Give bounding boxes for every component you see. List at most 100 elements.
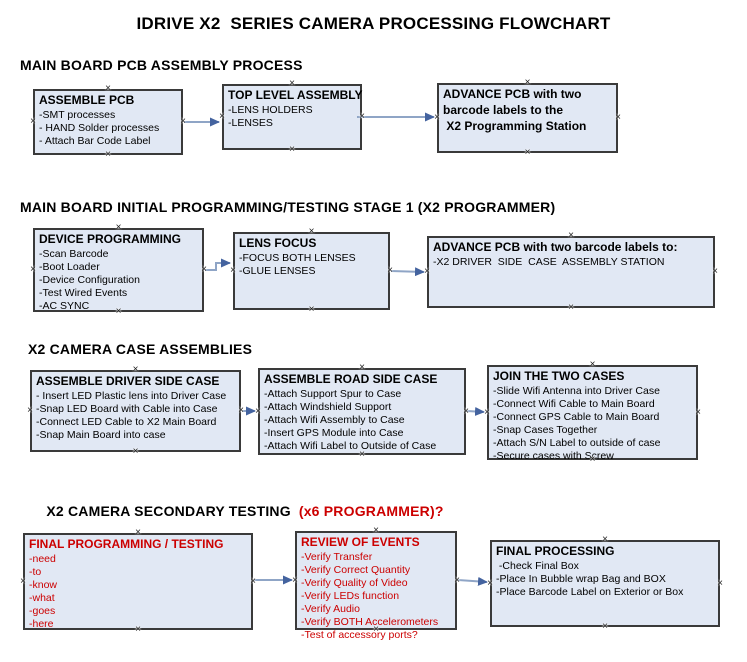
connection-handle-icon[interactable]: × xyxy=(589,454,596,465)
connection-handle-icon[interactable]: × xyxy=(568,302,574,313)
connection-handle-icon[interactable]: × xyxy=(135,527,141,538)
box-item: -X2 DRIVER SIDE CASE ASSEMBLY STATION xyxy=(433,255,665,268)
connection-handle-icon[interactable]: × xyxy=(359,111,365,122)
section-header-secondary-testing: X2 CAMERA SECONDARY TESTING (x6 PROGRAMME… xyxy=(30,487,444,535)
box-item: -Connect Wifi Cable to Main Board xyxy=(493,397,655,410)
connection-handle-icon[interactable]: × xyxy=(568,230,574,241)
flow-box-top-level-assembly[interactable]: TOP LEVEL ASSEMBLY -LENS HOLDERS-LENSES xyxy=(222,84,362,150)
connection-handle-icon[interactable]: × xyxy=(115,222,122,233)
connection-handle-icon[interactable]: × xyxy=(30,116,36,127)
connection-handle-icon[interactable]: × xyxy=(424,266,430,277)
connection-handle-icon[interactable]: × xyxy=(717,577,723,589)
box-item: -here xyxy=(29,617,54,630)
connection-handle-icon[interactable]: × xyxy=(30,264,36,275)
box-item: - HAND Solder processes xyxy=(39,121,160,134)
connection-handle-icon[interactable]: × xyxy=(308,304,315,315)
connection-handle-icon[interactable]: × xyxy=(238,405,244,416)
connection-handle-icon[interactable]: × xyxy=(105,149,111,160)
connection-handle-icon[interactable]: × xyxy=(589,359,596,370)
connection-handle-icon[interactable]: × xyxy=(434,112,440,123)
box-item: -Place Barcode Label on Exterior or Box xyxy=(496,585,684,598)
connector-arrow[interactable] xyxy=(457,576,488,586)
flow-box-advance-pcb-programming-station[interactable]: ADVANCE PCB with two barcode labels to t… xyxy=(437,83,618,153)
connection-handle-icon[interactable]: × xyxy=(454,574,460,586)
box-item: -Verify Quality of Video xyxy=(301,576,408,589)
box-title: DEVICE PROGRAMMING xyxy=(39,232,182,246)
box-item: -Attach Support Spur to Case xyxy=(264,387,402,400)
connection-handle-icon[interactable]: × xyxy=(219,111,225,122)
flow-box-assemble-pcb[interactable]: ASSEMBLE PCB -SMT processes- HAND Solder… xyxy=(33,89,183,155)
connection-handle-icon[interactable]: × xyxy=(250,575,256,587)
box-item: - Attach Bar Code Label xyxy=(39,134,151,147)
connection-handle-icon[interactable]: × xyxy=(308,226,315,237)
connection-handle-icon[interactable]: × xyxy=(387,265,393,276)
connection-handle-icon[interactable]: × xyxy=(373,525,379,536)
box-item: -Connect LED Cable to X2 Main Board xyxy=(36,415,217,428)
flow-box-final-processing[interactable]: FINAL PROCESSING -Check Final Box-Place … xyxy=(490,540,720,627)
connection-handle-icon[interactable]: × xyxy=(695,406,701,418)
flow-box-device-programming[interactable]: DEVICE PROGRAMMING -Scan Barcode-Boot Lo… xyxy=(33,228,204,312)
flow-box-final-programming-testing[interactable]: FINAL PROGRAMMING / TESTING -need-to-kno… xyxy=(23,533,253,630)
box-item: -Verify Audio xyxy=(301,602,360,615)
section-header-secondary-testing-main: X2 CAMERA SECONDARY TESTING xyxy=(46,503,291,519)
section-header-case-assemblies: X2 CAMERA CASE ASSEMBLIES xyxy=(28,341,253,357)
connection-handle-icon[interactable]: × xyxy=(487,577,493,589)
section-header-secondary-testing-note: (x6 PROGRAMMER)? xyxy=(298,503,444,519)
connection-handle-icon[interactable]: × xyxy=(524,77,531,88)
box-title: ASSEMBLE PCB xyxy=(39,93,135,107)
box-item: -Snap Cases Together xyxy=(493,423,598,436)
connection-handle-icon[interactable]: × xyxy=(289,78,295,89)
box-item: -know xyxy=(29,578,58,591)
box-items: - Insert LED Plastic lens into Driver Ca… xyxy=(36,390,235,442)
flow-box-assemble-road-side-case[interactable]: ASSEMBLE ROAD SIDE CASE -Attach Support … xyxy=(258,368,466,455)
connection-handle-icon[interactable]: × xyxy=(602,621,608,632)
box-title: ASSEMBLE DRIVER SIDE CASE xyxy=(36,374,220,388)
box-title: FINAL PROCESSING xyxy=(496,544,615,558)
connection-handle-icon[interactable]: × xyxy=(132,446,139,457)
connection-handle-icon[interactable]: × xyxy=(105,83,111,94)
page-title: IDRIVE X2 SERIES CAMERA PROCESSING FLOWC… xyxy=(136,14,611,33)
flow-box-join-the-two-cases[interactable]: JOIN THE TWO CASES -Slide Wifi Antenna i… xyxy=(487,365,698,462)
connection-handle-icon[interactable]: × xyxy=(255,405,261,417)
connection-handle-icon[interactable]: × xyxy=(602,534,608,545)
connection-handle-icon[interactable]: × xyxy=(615,112,621,123)
flow-box-lens-focus[interactable]: LENS FOCUS -FOCUS BOTH LENSES-GLUE LENSE… xyxy=(233,232,390,310)
connection-handle-icon[interactable]: × xyxy=(20,575,26,587)
box-item: -Slide Wifi Antenna into Driver Case xyxy=(493,384,660,397)
connection-handle-icon[interactable]: × xyxy=(373,624,379,635)
connection-handle-icon[interactable]: × xyxy=(484,406,490,418)
box-item: -Verify Correct Quantity xyxy=(301,563,411,576)
connection-handle-icon[interactable]: × xyxy=(712,266,718,277)
box-items: -Check Final Box-Place In Bubble wrap Ba… xyxy=(496,560,714,599)
connection-handle-icon[interactable]: × xyxy=(27,405,33,416)
box-title: LENS FOCUS xyxy=(239,236,317,250)
connection-handle-icon[interactable]: × xyxy=(201,264,207,275)
connection-handle-icon[interactable]: × xyxy=(180,116,186,127)
connection-handle-icon[interactable]: × xyxy=(359,362,365,373)
box-item: - Insert LED Plastic lens into Driver Ca… xyxy=(36,389,227,402)
box-item: -goes xyxy=(29,604,56,617)
connector-arrow[interactable] xyxy=(390,267,425,277)
connection-handle-icon[interactable]: × xyxy=(289,144,295,155)
box-item: -what xyxy=(29,591,55,604)
flow-box-review-of-events[interactable]: REVIEW OF EVENTS -Verify Transfer-Verify… xyxy=(295,531,457,641)
box-title: JOIN THE TWO CASES xyxy=(493,369,625,383)
flow-box-assemble-driver-side-case[interactable]: ASSEMBLE DRIVER SIDE CASE - Insert LED P… xyxy=(30,370,241,452)
box-item: -Boot Loader xyxy=(39,260,100,273)
box-item: -Connect GPS Cable to Main Board xyxy=(493,410,660,423)
connection-handle-icon[interactable]: × xyxy=(292,574,298,586)
connection-handle-icon[interactable]: × xyxy=(463,405,469,417)
box-items: -Scan Barcode-Boot Loader-Device Configu… xyxy=(39,248,198,313)
connection-handle-icon[interactable]: × xyxy=(359,449,365,460)
connection-handle-icon[interactable]: × xyxy=(135,624,141,635)
box-item: -LENSES xyxy=(228,116,273,129)
box-item: -Verify Transfer xyxy=(301,550,373,563)
box-item: -SMT processes xyxy=(39,108,116,121)
flow-box-advance-pcb-driver-side[interactable]: ADVANCE PCB with two barcode labels to: … xyxy=(427,236,715,308)
connection-handle-icon[interactable]: × xyxy=(524,147,531,158)
connection-handle-icon[interactable]: × xyxy=(230,265,236,276)
connection-handle-icon[interactable]: × xyxy=(115,306,122,317)
connection-handle-icon[interactable]: × xyxy=(132,364,139,375)
box-item: -Device Configuration xyxy=(39,273,140,286)
box-title: ASSEMBLE ROAD SIDE CASE xyxy=(264,372,438,386)
